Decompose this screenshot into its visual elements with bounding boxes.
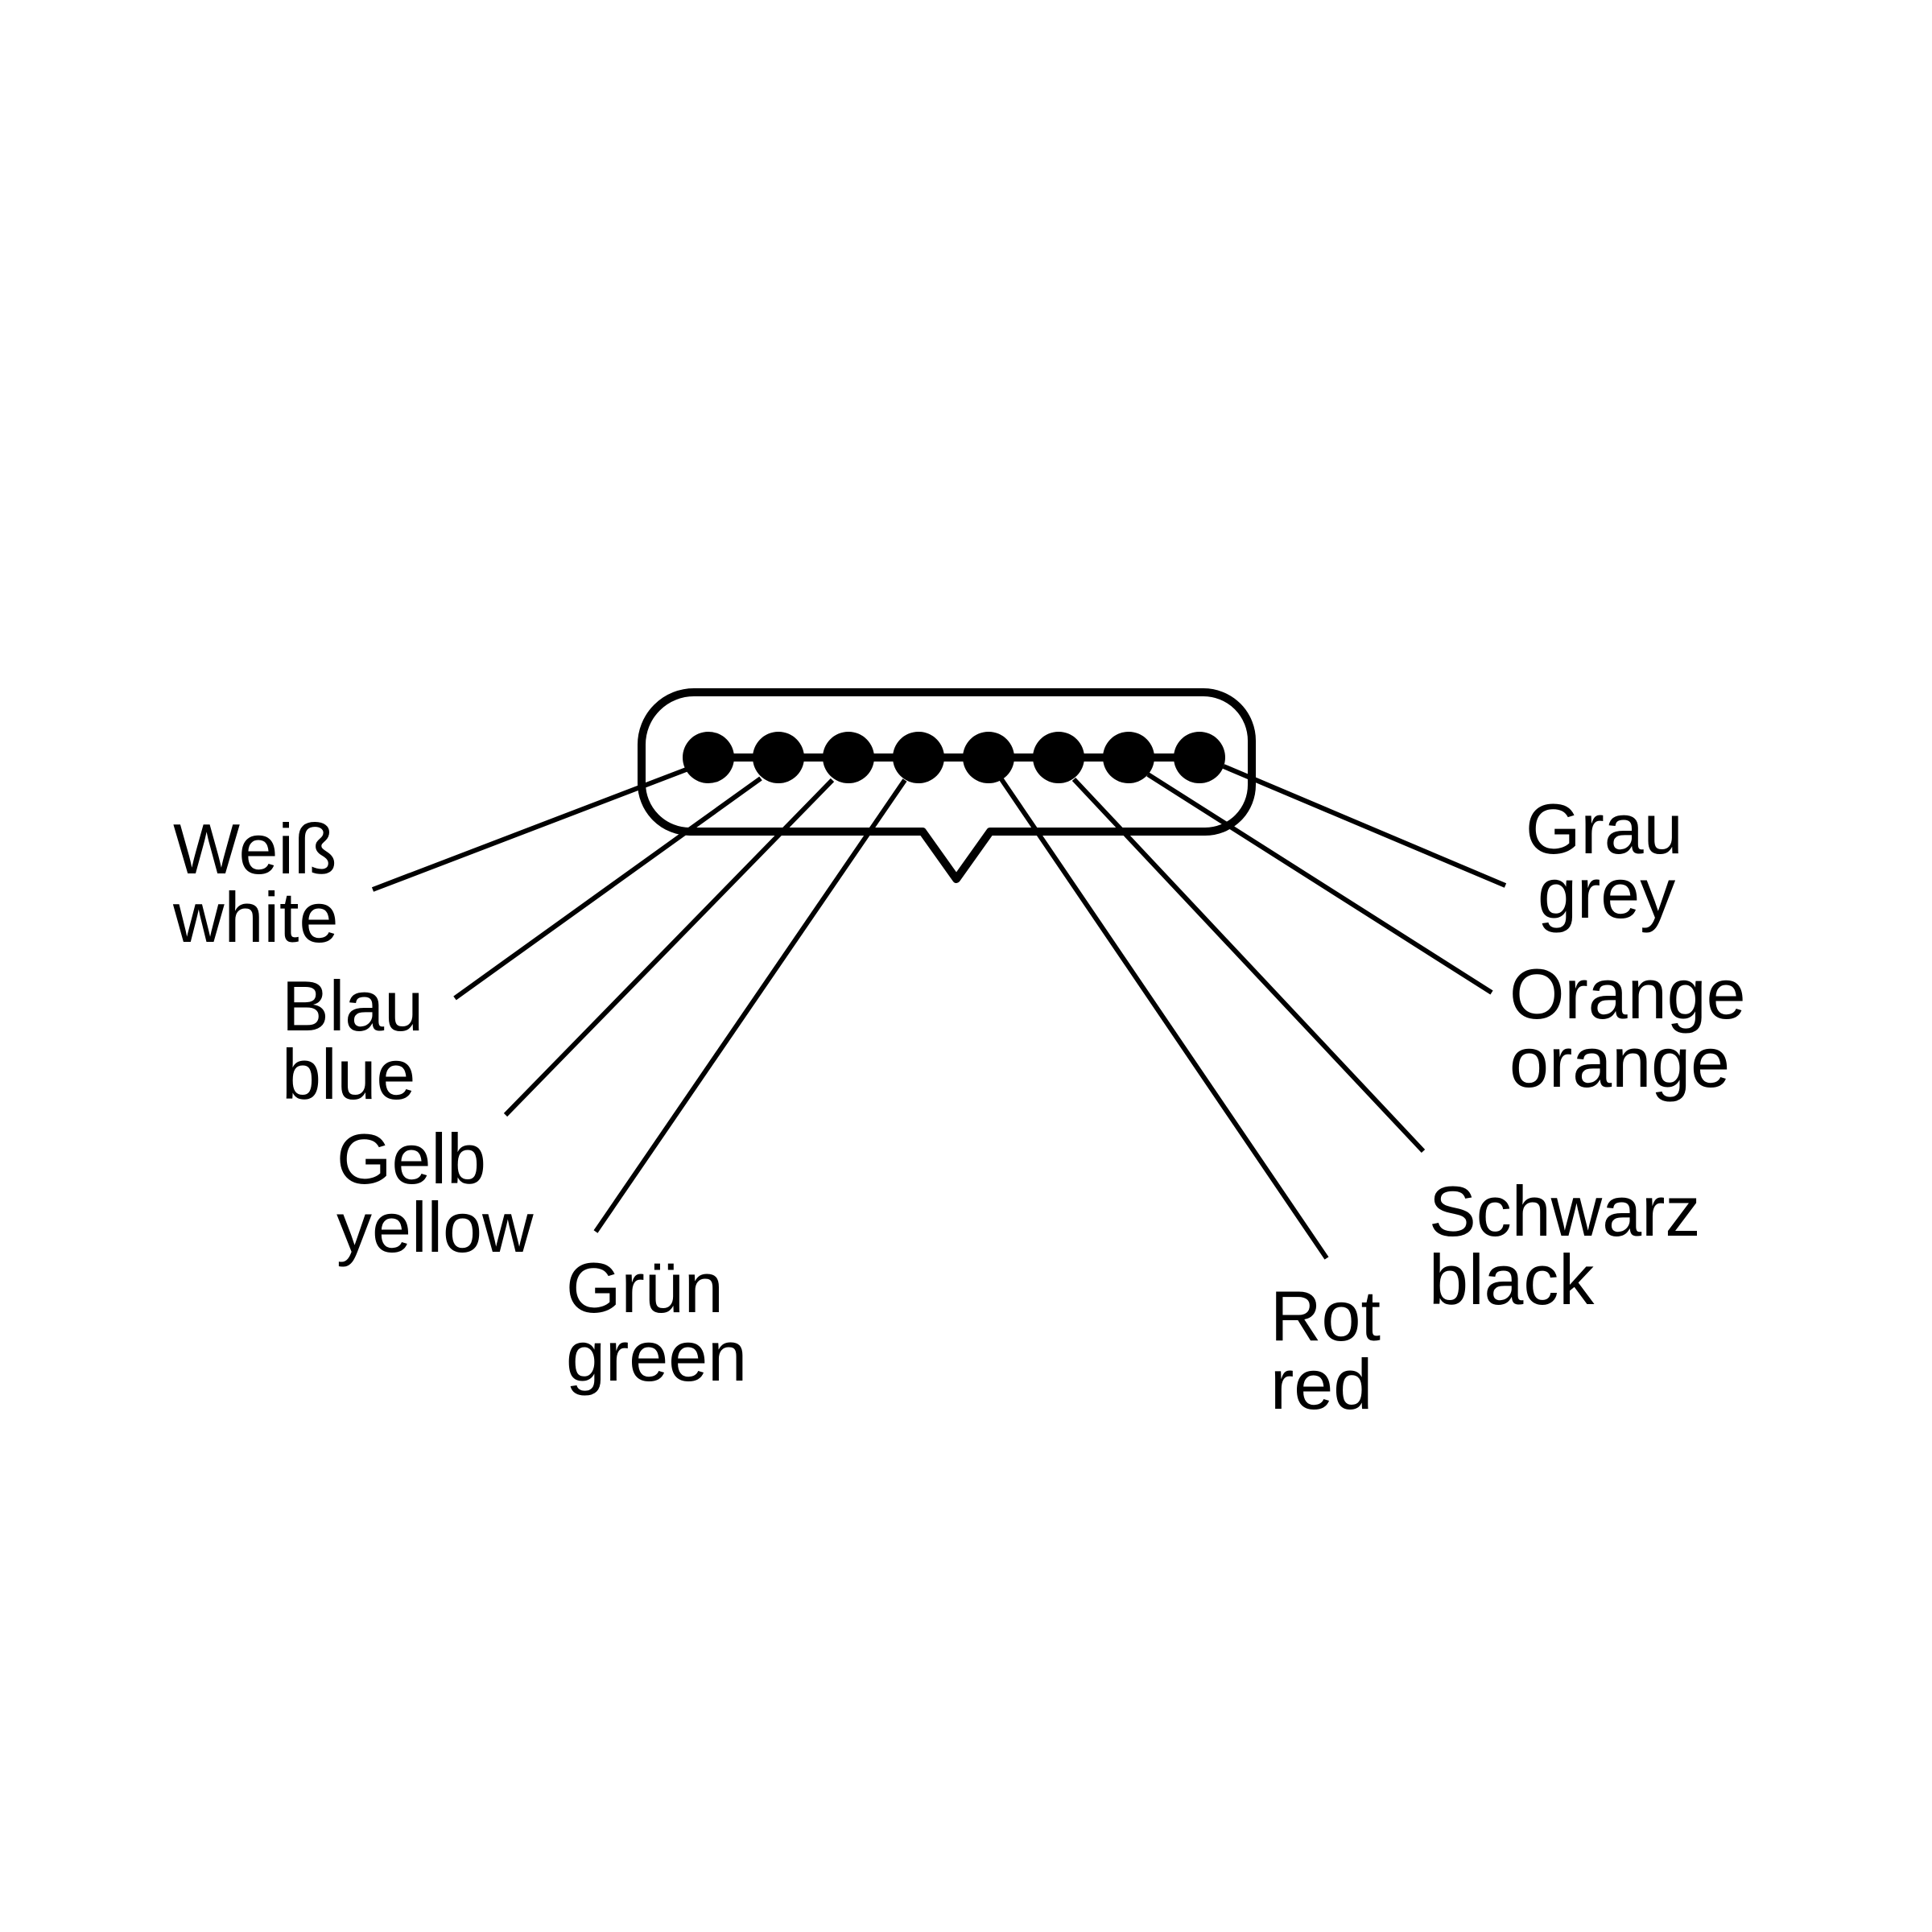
leader-lines xyxy=(371,764,1507,1260)
label-pin-4-de: Grün xyxy=(566,1248,724,1327)
label-pin-6-de: Schwarz xyxy=(1429,1171,1700,1251)
label-pin-3-de: Gelb xyxy=(336,1119,486,1199)
label-pin-5-en: red xyxy=(1270,1344,1373,1424)
label-pin-7-de: Orange xyxy=(1509,954,1746,1034)
pin-5 xyxy=(963,732,1014,783)
leader-line-pin-2 xyxy=(453,776,762,1001)
leader-line-pin-5 xyxy=(999,778,1329,1260)
pin-7 xyxy=(1103,732,1154,783)
leader-line-pin-7 xyxy=(1146,772,1493,995)
pin-3 xyxy=(823,732,874,783)
pin-6 xyxy=(1033,732,1084,783)
pins-group xyxy=(683,732,1225,783)
leader-line-pin-3 xyxy=(503,778,835,1117)
label-pin-8-en: grey xyxy=(1538,853,1675,933)
label-pin-5-de: Rot xyxy=(1270,1276,1381,1356)
label-pin-7-en: orange xyxy=(1509,1022,1730,1102)
label-pin-4-en: green xyxy=(566,1316,747,1396)
leader-line-pin-4 xyxy=(593,778,907,1233)
label-pin-1-de: Weiß xyxy=(173,809,337,889)
connector-housing xyxy=(638,688,1256,883)
pin-2 xyxy=(753,732,804,783)
leader-line-pin-6 xyxy=(1071,777,1426,1154)
pin-labels: Weiß white Blau blue Gelb yellow Grün gr… xyxy=(172,789,1746,1424)
label-pin-8-de: Grau xyxy=(1525,789,1683,869)
leader-line-pin-8 xyxy=(1222,764,1507,888)
label-pin-2-en: blue xyxy=(282,1034,415,1114)
label-pin-1-en: white xyxy=(172,877,338,957)
pin-1 xyxy=(683,732,734,783)
pin-4 xyxy=(893,732,944,783)
leader-line-pin-1 xyxy=(371,766,690,892)
label-pin-6-en: black xyxy=(1429,1240,1595,1319)
label-pin-3-en: yellow xyxy=(336,1187,534,1267)
label-pin-2-de: Blau xyxy=(282,966,423,1046)
pin-8 xyxy=(1174,732,1225,783)
